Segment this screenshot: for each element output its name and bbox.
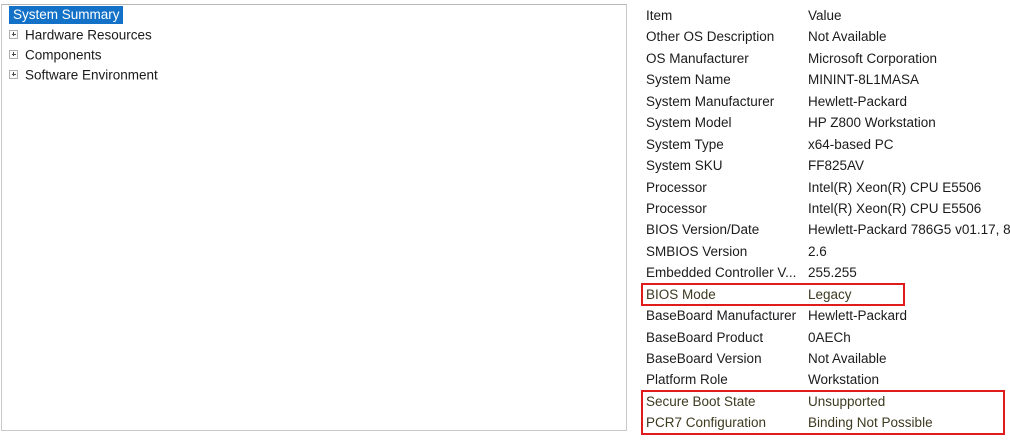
- detail-item-name: PCR7 Configuration: [646, 415, 767, 431]
- detail-item-value: 0AECh: [808, 329, 851, 345]
- detail-item-value: Intel(R) Xeon(R) CPU E5506: [808, 200, 982, 216]
- tree-item-components[interactable]: Components: [2, 45, 626, 65]
- details-row[interactable]: BaseBoard Manufacturer Hewlett-Packard: [634, 305, 1010, 326]
- details-row[interactable]: BaseBoard Product 0AECh: [634, 327, 1010, 348]
- tree-item-label: Hardware Resources: [25, 27, 152, 43]
- detail-item-name: Embedded Controller V...: [646, 265, 797, 281]
- details-column-header-row[interactable]: Item Value: [634, 5, 1010, 26]
- detail-item-value: Legacy: [808, 286, 852, 302]
- tree-item-label: Software Environment: [25, 67, 158, 83]
- expand-plus-icon[interactable]: [9, 29, 18, 39]
- detail-item-name: Secure Boot State: [646, 393, 756, 409]
- details-row[interactable]: System Name MININT-8L1MASA: [634, 69, 1010, 90]
- detail-item-value: Intel(R) Xeon(R) CPU E5506: [808, 179, 982, 195]
- tree-item-software-environment[interactable]: Software Environment: [2, 65, 626, 85]
- detail-item-value: Workstation: [808, 372, 880, 388]
- column-header-value: Value: [808, 8, 842, 23]
- detail-item-value: Hewlett-Packard: [808, 308, 908, 324]
- expand-plus-icon[interactable]: [9, 69, 18, 79]
- details-row[interactable]: Secure Boot State Unsupported: [634, 391, 1010, 412]
- detail-item-name: System Name: [646, 72, 731, 88]
- detail-item-value: x64-based PC: [808, 136, 894, 152]
- details-row[interactable]: BaseBoard Version Not Available: [634, 348, 1010, 369]
- detail-item-value: FF825AV: [808, 158, 865, 174]
- detail-item-name: Processor: [646, 200, 707, 216]
- detail-item-value: 2.6: [808, 243, 827, 259]
- expand-plus-icon[interactable]: [9, 49, 18, 59]
- detail-item-name: System Manufacturer: [646, 93, 775, 109]
- detail-item-name: BIOS Version/Date: [646, 222, 760, 238]
- details-row[interactable]: Processor Intel(R) Xeon(R) CPU E5506: [634, 177, 1010, 198]
- detail-item-name: Platform Role: [646, 372, 728, 388]
- details-row[interactable]: System Model HP Z800 Workstation: [634, 112, 1010, 133]
- detail-item-value: Hewlett-Packard 786G5 v01.17, 8/: [808, 222, 1010, 238]
- detail-item-name: System Type: [646, 136, 724, 152]
- details-row[interactable]: OS Manufacturer Microsoft Corporation: [634, 48, 1010, 69]
- detail-item-name: SMBIOS Version: [646, 243, 748, 259]
- detail-item-value: MININT-8L1MASA: [808, 72, 920, 88]
- details-row[interactable]: BIOS Version/Date Hewlett-Packard 786G5 v…: [634, 219, 1010, 240]
- detail-item-value: Microsoft Corporation: [808, 50, 938, 66]
- detail-item-value: Not Available: [808, 351, 887, 366]
- detail-item-name: Other OS Description: [646, 29, 775, 45]
- details-row[interactable]: Other OS Description Not Available: [634, 26, 1010, 47]
- detail-item-value: Binding Not Possible: [808, 415, 933, 431]
- details-row[interactable]: Processor Intel(R) Xeon(R) CPU E5506: [634, 198, 1010, 219]
- detail-item-name: BaseBoard Version: [646, 351, 762, 366]
- detail-item-value: HP Z800 Workstation: [808, 115, 936, 131]
- details-row[interactable]: System SKU FF825AV: [634, 155, 1010, 176]
- details-row[interactable]: Embedded Controller V... 255.255: [634, 262, 1010, 283]
- tree-item-hardware-resources[interactable]: Hardware Resources: [2, 25, 626, 45]
- details-row[interactable]: System Manufacturer Hewlett-Packard: [634, 91, 1010, 112]
- tree-item-label-selected: System Summary: [9, 6, 123, 24]
- detail-item-name: System Model: [646, 115, 732, 131]
- details-row[interactable]: System Type x64-based PC: [634, 134, 1010, 155]
- detail-item-name: Processor: [646, 179, 707, 195]
- tree-item-label: Components: [25, 47, 102, 63]
- detail-item-value: Hewlett-Packard: [808, 93, 908, 109]
- details-row[interactable]: Platform Role Workstation: [634, 369, 1010, 390]
- detail-item-value: Unsupported: [808, 393, 886, 409]
- detail-item-name: BaseBoard Manufacturer: [646, 308, 797, 324]
- detail-item-name: OS Manufacturer: [646, 50, 749, 66]
- details-row[interactable]: PCR7 Configuration Binding Not Possible: [634, 412, 1010, 433]
- details-row[interactable]: SMBIOS Version 2.6: [634, 241, 1010, 262]
- details-row[interactable]: BIOS Mode Legacy: [634, 284, 1010, 305]
- detail-item-name: BaseBoard Product: [646, 329, 764, 345]
- detail-item-name: BIOS Mode: [646, 286, 716, 302]
- detail-item-name: System SKU: [646, 158, 723, 174]
- column-header-item: Item: [646, 8, 673, 23]
- tree-item-system-summary[interactable]: System Summary: [2, 5, 626, 25]
- detail-item-value: 255.255: [808, 265, 857, 281]
- detail-item-value: Not Available: [808, 29, 887, 45]
